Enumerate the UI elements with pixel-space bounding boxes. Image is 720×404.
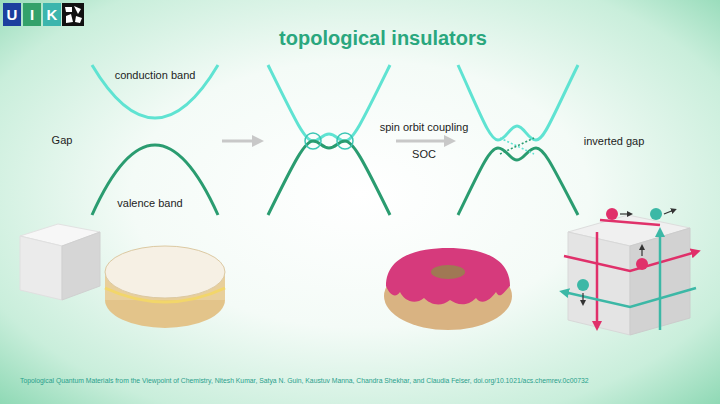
valence-band-curve bbox=[268, 141, 390, 215]
donut bbox=[384, 248, 512, 330]
edge-current bbox=[659, 232, 662, 330]
band-label: spin orbit coupling bbox=[380, 121, 469, 133]
disk-top bbox=[105, 246, 225, 298]
touch-point-circle bbox=[305, 133, 321, 149]
band-label: conduction band bbox=[115, 69, 196, 81]
edge-current bbox=[600, 220, 660, 225]
process-arrow bbox=[222, 140, 258, 143]
logo-letter-box: K bbox=[43, 3, 61, 26]
cube-face bbox=[20, 236, 62, 300]
topological-cube bbox=[564, 208, 696, 335]
spin-arrow bbox=[664, 210, 674, 214]
edge-current bbox=[596, 232, 599, 326]
spin-arrow bbox=[582, 293, 583, 303]
dotted-crossing bbox=[500, 138, 534, 154]
donut-hole bbox=[431, 265, 465, 279]
citation-caption: Topological Quantum Materials from the V… bbox=[20, 377, 710, 385]
cube-face bbox=[568, 232, 630, 335]
valence-band-curve bbox=[92, 145, 218, 215]
edge-current bbox=[564, 252, 696, 271]
spin-sphere bbox=[650, 208, 662, 220]
logo-letter-box: I bbox=[23, 3, 41, 26]
conduction-band-curve bbox=[268, 65, 390, 141]
logo-letter-box: U bbox=[3, 3, 21, 26]
conduction-band-curve bbox=[92, 65, 218, 118]
donut-icing bbox=[386, 248, 510, 304]
process-arrow bbox=[396, 140, 450, 143]
band-label: Gap bbox=[52, 134, 73, 146]
title: topological insulators bbox=[279, 27, 487, 50]
touch-point-circle bbox=[337, 133, 353, 149]
logo-letter: I bbox=[30, 7, 34, 22]
band-label: inverted gap bbox=[584, 135, 645, 147]
spin-arrow bbox=[641, 247, 642, 256]
band-label: SOC bbox=[412, 148, 436, 160]
logo-pattern bbox=[65, 6, 82, 23]
conduction-band-curve bbox=[458, 65, 578, 140]
valence-band-curve bbox=[458, 148, 578, 215]
cube-face bbox=[62, 232, 100, 300]
band-label: valence band bbox=[117, 197, 182, 209]
spin-arrow bbox=[620, 213, 630, 214]
cube-face bbox=[630, 228, 690, 335]
logo-icon bbox=[62, 3, 84, 26]
spin-sphere bbox=[606, 208, 618, 220]
spin-sphere bbox=[636, 258, 648, 270]
logo-square bbox=[62, 3, 84, 26]
logo-letter: U bbox=[7, 7, 18, 22]
logo-letter: K bbox=[47, 7, 58, 22]
plain-disk bbox=[105, 246, 225, 328]
dotted-crossing bbox=[500, 138, 534, 154]
spin-sphere bbox=[577, 279, 589, 291]
plain-cube bbox=[20, 224, 100, 300]
